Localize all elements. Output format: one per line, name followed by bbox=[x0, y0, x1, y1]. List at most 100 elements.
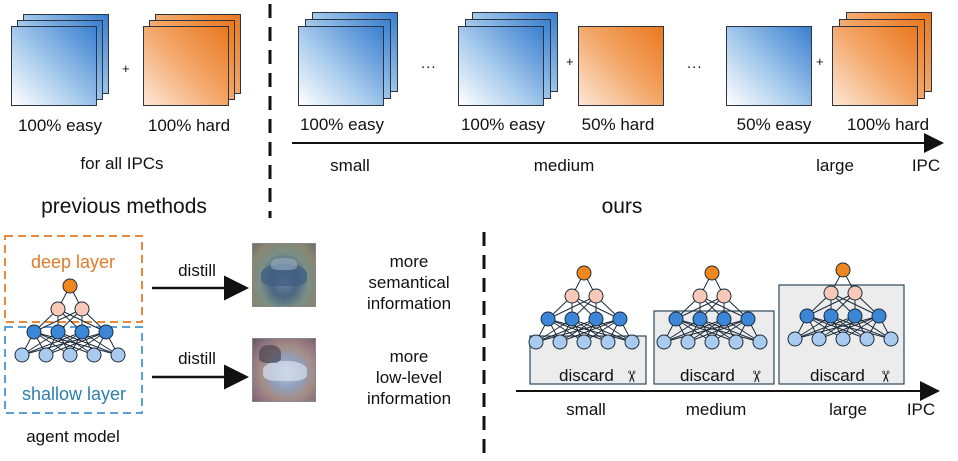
network-node bbox=[588, 311, 604, 327]
neural-network bbox=[656, 265, 768, 350]
network-node bbox=[576, 265, 592, 281]
result-text-2: more low-level information bbox=[367, 346, 451, 409]
network-node bbox=[624, 334, 640, 350]
label-50-hard: 50% hard bbox=[581, 115, 655, 134]
network-node bbox=[859, 331, 875, 347]
network-edge bbox=[547, 295, 597, 320]
agent-model-caption: agent model bbox=[26, 427, 120, 446]
shallow-layer-label: shallow layer bbox=[21, 384, 127, 404]
result-text-1: more semantical information bbox=[367, 251, 451, 314]
network-node bbox=[576, 334, 592, 350]
network-node bbox=[86, 347, 102, 363]
network-edge bbox=[687, 318, 749, 343]
distilled-image-shallow bbox=[252, 338, 316, 402]
network-node bbox=[98, 324, 114, 340]
network-node bbox=[552, 334, 568, 350]
ellipsis: ... bbox=[421, 55, 437, 72]
network-node bbox=[540, 311, 556, 327]
network-node bbox=[823, 308, 839, 324]
network-node bbox=[740, 311, 756, 327]
network-edge bbox=[45, 331, 107, 356]
network-node bbox=[835, 262, 851, 278]
for-all-ipcs-caption: for all IPCs bbox=[80, 154, 164, 173]
axis-tick-large-bottom: large bbox=[829, 400, 867, 419]
image-sheet bbox=[143, 26, 229, 106]
result-line: information bbox=[366, 389, 452, 408]
axis-tick-small: small bbox=[330, 156, 370, 175]
network-node bbox=[787, 331, 803, 347]
network-node bbox=[716, 288, 732, 304]
deep-layer-box bbox=[4, 235, 143, 323]
network-edge bbox=[794, 315, 856, 340]
discard-label-medium: discard bbox=[680, 366, 735, 385]
network-node bbox=[847, 308, 863, 324]
network-node bbox=[588, 288, 604, 304]
plus-icon: + bbox=[566, 54, 574, 69]
network-edge bbox=[33, 308, 83, 333]
shallow-layer-box bbox=[4, 326, 143, 414]
network-node bbox=[656, 334, 672, 350]
label-100-easy-small: 100% easy bbox=[299, 115, 385, 134]
network-edge bbox=[21, 331, 83, 356]
axis-tick-medium-bottom: medium bbox=[685, 400, 747, 419]
network-node bbox=[50, 324, 66, 340]
distill-label-2: distill bbox=[178, 349, 216, 368]
plus-icon: + bbox=[816, 54, 824, 69]
network-edge bbox=[535, 318, 597, 343]
network-node bbox=[62, 278, 78, 294]
network-node bbox=[74, 301, 90, 317]
neural-network bbox=[787, 262, 899, 347]
network-node bbox=[528, 334, 544, 350]
label-100-easy-medium: 100% easy bbox=[460, 115, 546, 134]
network-node bbox=[716, 311, 732, 327]
neural-network bbox=[528, 265, 640, 350]
network-edge bbox=[806, 292, 856, 317]
network-node bbox=[704, 334, 720, 350]
image-sheet bbox=[458, 26, 544, 106]
scissors-icon: ✂ bbox=[876, 370, 895, 383]
distill-label-1: distill bbox=[178, 261, 216, 280]
network-node bbox=[728, 334, 744, 350]
image-sheet bbox=[832, 26, 918, 106]
axis-tick-medium: medium bbox=[533, 156, 595, 175]
network-node bbox=[564, 311, 580, 327]
network-node bbox=[752, 334, 768, 350]
label-50-easy: 50% easy bbox=[736, 115, 812, 134]
network-node bbox=[62, 347, 78, 363]
axis-label-ipc-bottom: IPC bbox=[906, 400, 936, 419]
network-edge bbox=[794, 315, 880, 340]
deep-layer-label: deep layer bbox=[30, 252, 116, 272]
network-node bbox=[835, 331, 851, 347]
easy-label: 100% easy bbox=[17, 116, 103, 135]
network-node bbox=[564, 288, 580, 304]
network-node bbox=[14, 347, 30, 363]
scissors-icon: ✂ bbox=[747, 370, 766, 383]
hard-image-medium bbox=[578, 26, 664, 106]
network-node bbox=[38, 347, 54, 363]
result-line: low-level bbox=[375, 368, 443, 387]
plus-icon: + bbox=[122, 61, 130, 76]
network-node bbox=[847, 285, 863, 301]
axis-tick-small-bottom: small bbox=[566, 400, 606, 419]
label-100-hard-large: 100% hard bbox=[846, 115, 930, 134]
hard-label: 100% hard bbox=[147, 116, 231, 135]
network-node bbox=[50, 301, 66, 317]
network-node bbox=[883, 331, 899, 347]
discard-label-large: discard bbox=[810, 366, 865, 385]
neural-network bbox=[14, 278, 126, 363]
network-edge bbox=[559, 318, 621, 343]
network-node bbox=[692, 288, 708, 304]
result-line: more bbox=[389, 347, 429, 366]
easy-image-large bbox=[726, 26, 812, 106]
previous-methods-title: previous methods bbox=[41, 195, 207, 218]
network-node bbox=[811, 331, 827, 347]
network-node bbox=[668, 311, 684, 327]
network-node bbox=[110, 347, 126, 363]
distilled-image-deep bbox=[252, 243, 316, 307]
network-node bbox=[692, 311, 708, 327]
network-edge bbox=[675, 295, 725, 320]
network-node bbox=[871, 308, 887, 324]
network-edge bbox=[21, 331, 107, 356]
result-line: information bbox=[366, 294, 452, 313]
